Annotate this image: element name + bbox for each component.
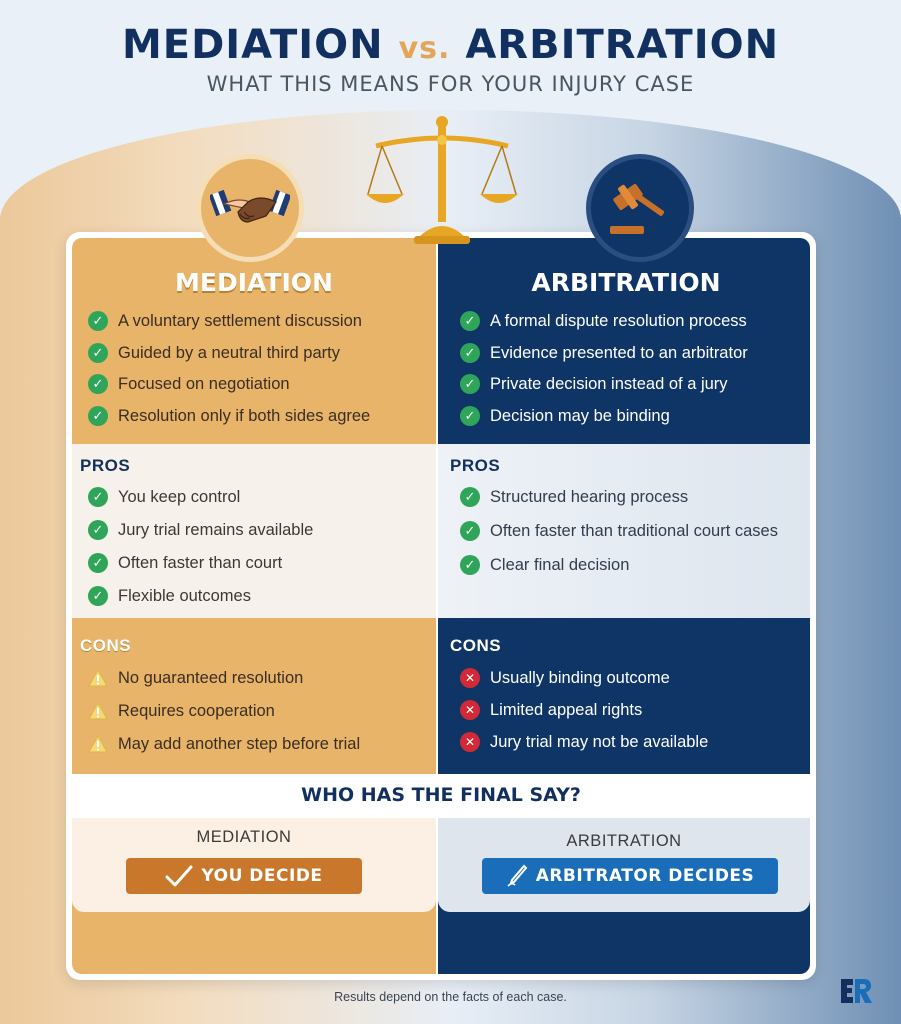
- arbitration-pros-label: PROS: [450, 456, 501, 475]
- page-subtitle: WHAT THIS MEANS FOR YOUR INJURY CASE: [206, 72, 695, 96]
- warning-triangle-icon: [88, 734, 108, 754]
- list-item: ✓Flexible outcomes: [88, 585, 428, 607]
- list-item: ✓Often faster than traditional court cas…: [460, 520, 780, 542]
- check-circle-icon: ✓: [460, 405, 480, 426]
- check-circle-icon: ✓: [460, 521, 480, 541]
- list-item: ✓Evidence presented to an arbitrator: [460, 342, 800, 364]
- x-circle-icon: ✕: [460, 732, 480, 752]
- footer-note: Results depend on the facts of each case…: [334, 990, 567, 1004]
- mediation-cons-panel: [72, 618, 436, 774]
- final-say-bar: [72, 774, 810, 818]
- mediation-badge: [196, 154, 304, 262]
- check-circle-icon: ✓: [88, 374, 108, 394]
- arbitration-cons-panel: [438, 618, 810, 774]
- brand-logo-icon: [841, 979, 872, 1003]
- x-circle-icon: ✕: [460, 700, 480, 720]
- check-circle-icon: ✓: [88, 405, 108, 426]
- list-item: May add another step before trial: [88, 733, 428, 755]
- check-circle-icon: ✓: [460, 311, 480, 331]
- mediation-features-panel: [72, 238, 436, 444]
- list-item: ✕Jury trial may not be available: [460, 731, 800, 753]
- arbitration-pros-panel: [438, 444, 810, 618]
- list-item: No guaranteed resolution: [88, 667, 428, 689]
- arbitration-pros-list: ✓Structured hearing process ✓Often faste…: [460, 486, 780, 586]
- check-circle-icon: ✓: [460, 374, 480, 394]
- check-circle-icon: ✓: [460, 555, 480, 575]
- page-title: MEDIATION vs. ARBITRATION: [121, 22, 780, 68]
- list-item: ✓Guided by a neutral third party: [88, 342, 428, 364]
- arbitration-features-panel: [438, 238, 810, 444]
- list-item: ✓Clear final decision: [460, 554, 780, 576]
- mediation-heading: MEDIATION: [175, 268, 333, 297]
- list-item: ✓A voluntary settlement discussion: [88, 310, 428, 332]
- mediation-pros-panel: [72, 444, 436, 618]
- list-item: ✓Private decision instead of a jury: [460, 373, 800, 395]
- handshake-icon: [210, 189, 290, 223]
- check-circle-icon: ✓: [88, 342, 108, 363]
- check-circle-icon: ✓: [460, 487, 480, 507]
- list-item: ✓Focused on negotiation: [88, 373, 428, 395]
- check-circle-icon: ✓: [88, 520, 108, 540]
- warning-triangle-icon: [88, 701, 108, 721]
- arbitration-cons-list: ✕Usually binding outcome ✕Limited appeal…: [460, 667, 800, 763]
- list-item: ✓Jury trial remains available: [88, 519, 428, 541]
- list-item: Requires cooperation: [88, 700, 428, 722]
- mediation-decision-label: MEDIATION: [196, 828, 292, 846]
- list-item: ✓A formal dispute resolution process: [460, 310, 800, 332]
- list-item: ✕Usually binding outcome: [460, 667, 800, 689]
- mediation-cons-list: No guaranteed resolution Requires cooper…: [88, 667, 428, 765]
- arbitrator-decides-badge: ARBITRATOR DECIDES: [482, 858, 778, 894]
- pen-icon: [506, 864, 528, 888]
- arbitration-decision-label: ARBITRATION: [566, 832, 682, 850]
- warning-triangle-icon: [88, 668, 108, 688]
- list-item: ✓Resolution only if both sides agree: [88, 405, 428, 427]
- list-item: ✓Structured hearing process: [460, 486, 780, 508]
- mediation-cons-label: CONS: [80, 636, 132, 655]
- gavel-icon: [610, 184, 665, 234]
- arbitration-heading: ARBITRATION: [531, 268, 721, 297]
- mediation-pros-label: PROS: [80, 456, 131, 475]
- check-circle-icon: ✓: [88, 586, 108, 606]
- final-say-title: WHO HAS THE FINAL SAY?: [301, 784, 581, 806]
- checkmark-icon: [165, 865, 193, 887]
- scales-of-justice-icon: [366, 116, 518, 244]
- you-decide-badge: YOU DECIDE: [126, 858, 362, 894]
- mediation-features-list: ✓A voluntary settlement discussion ✓Guid…: [88, 310, 428, 436]
- list-item: ✓You keep control: [88, 486, 428, 508]
- list-item: ✕Limited appeal rights: [460, 699, 800, 721]
- arbitration-features-list: ✓A formal dispute resolution process ✓Ev…: [460, 310, 800, 436]
- arbitration-cons-label: CONS: [450, 636, 502, 655]
- mediation-pros-list: ✓You keep control ✓Jury trial remains av…: [88, 486, 428, 618]
- check-circle-icon: ✓: [460, 342, 480, 363]
- x-circle-icon: ✕: [460, 668, 480, 688]
- list-item: ✓Decision may be binding: [460, 405, 800, 427]
- check-circle-icon: ✓: [88, 487, 108, 507]
- list-item: ✓Often faster than court: [88, 552, 428, 574]
- check-circle-icon: ✓: [88, 311, 108, 331]
- check-circle-icon: ✓: [88, 553, 108, 573]
- arbitration-badge: [586, 154, 694, 262]
